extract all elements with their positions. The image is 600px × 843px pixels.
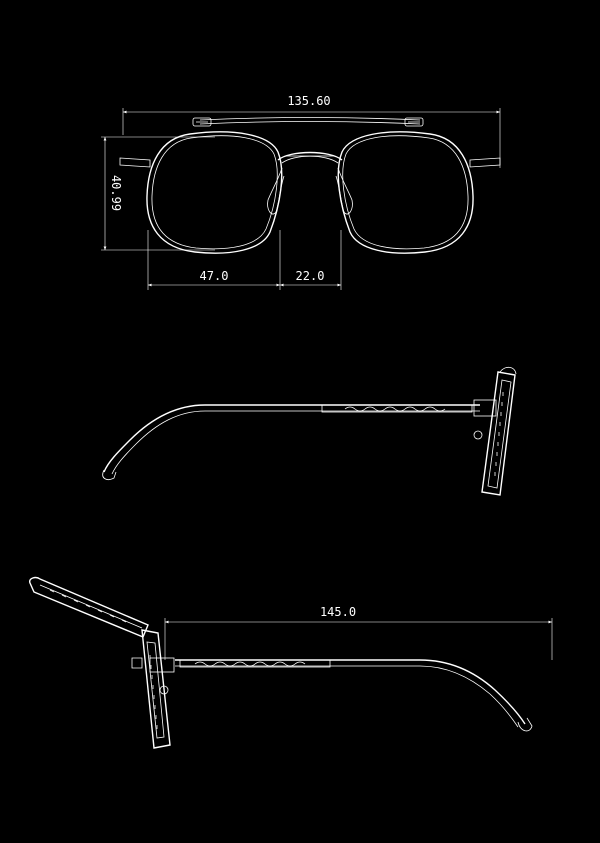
top-bar: [192, 117, 424, 127]
side-view: [102, 366, 517, 496]
bridge-width-label: 22.0: [296, 269, 325, 283]
temple-ends: [119, 157, 501, 168]
nose-pads: [267, 167, 353, 215]
dimension-total-width: 135.60: [122, 94, 501, 168]
front-view: 135.60 40.99 47.0 22.0: [101, 94, 501, 290]
bridge: [277, 151, 343, 164]
total-width-label: 135.60: [287, 94, 330, 108]
right-lens: [337, 131, 474, 254]
side-view-lens-lifted: 145.0: [29, 576, 553, 749]
lens-width-label: 47.0: [200, 269, 229, 283]
dimension-temple-length: 145.0: [164, 605, 553, 660]
dimension-lens-bridge: 47.0 22.0: [147, 230, 342, 290]
left-lens: [146, 131, 283, 254]
temple-length-label: 145.0: [320, 605, 356, 619]
dimension-lens-height: 40.99: [101, 136, 215, 251]
lens-height-label: 40.99: [109, 175, 123, 211]
